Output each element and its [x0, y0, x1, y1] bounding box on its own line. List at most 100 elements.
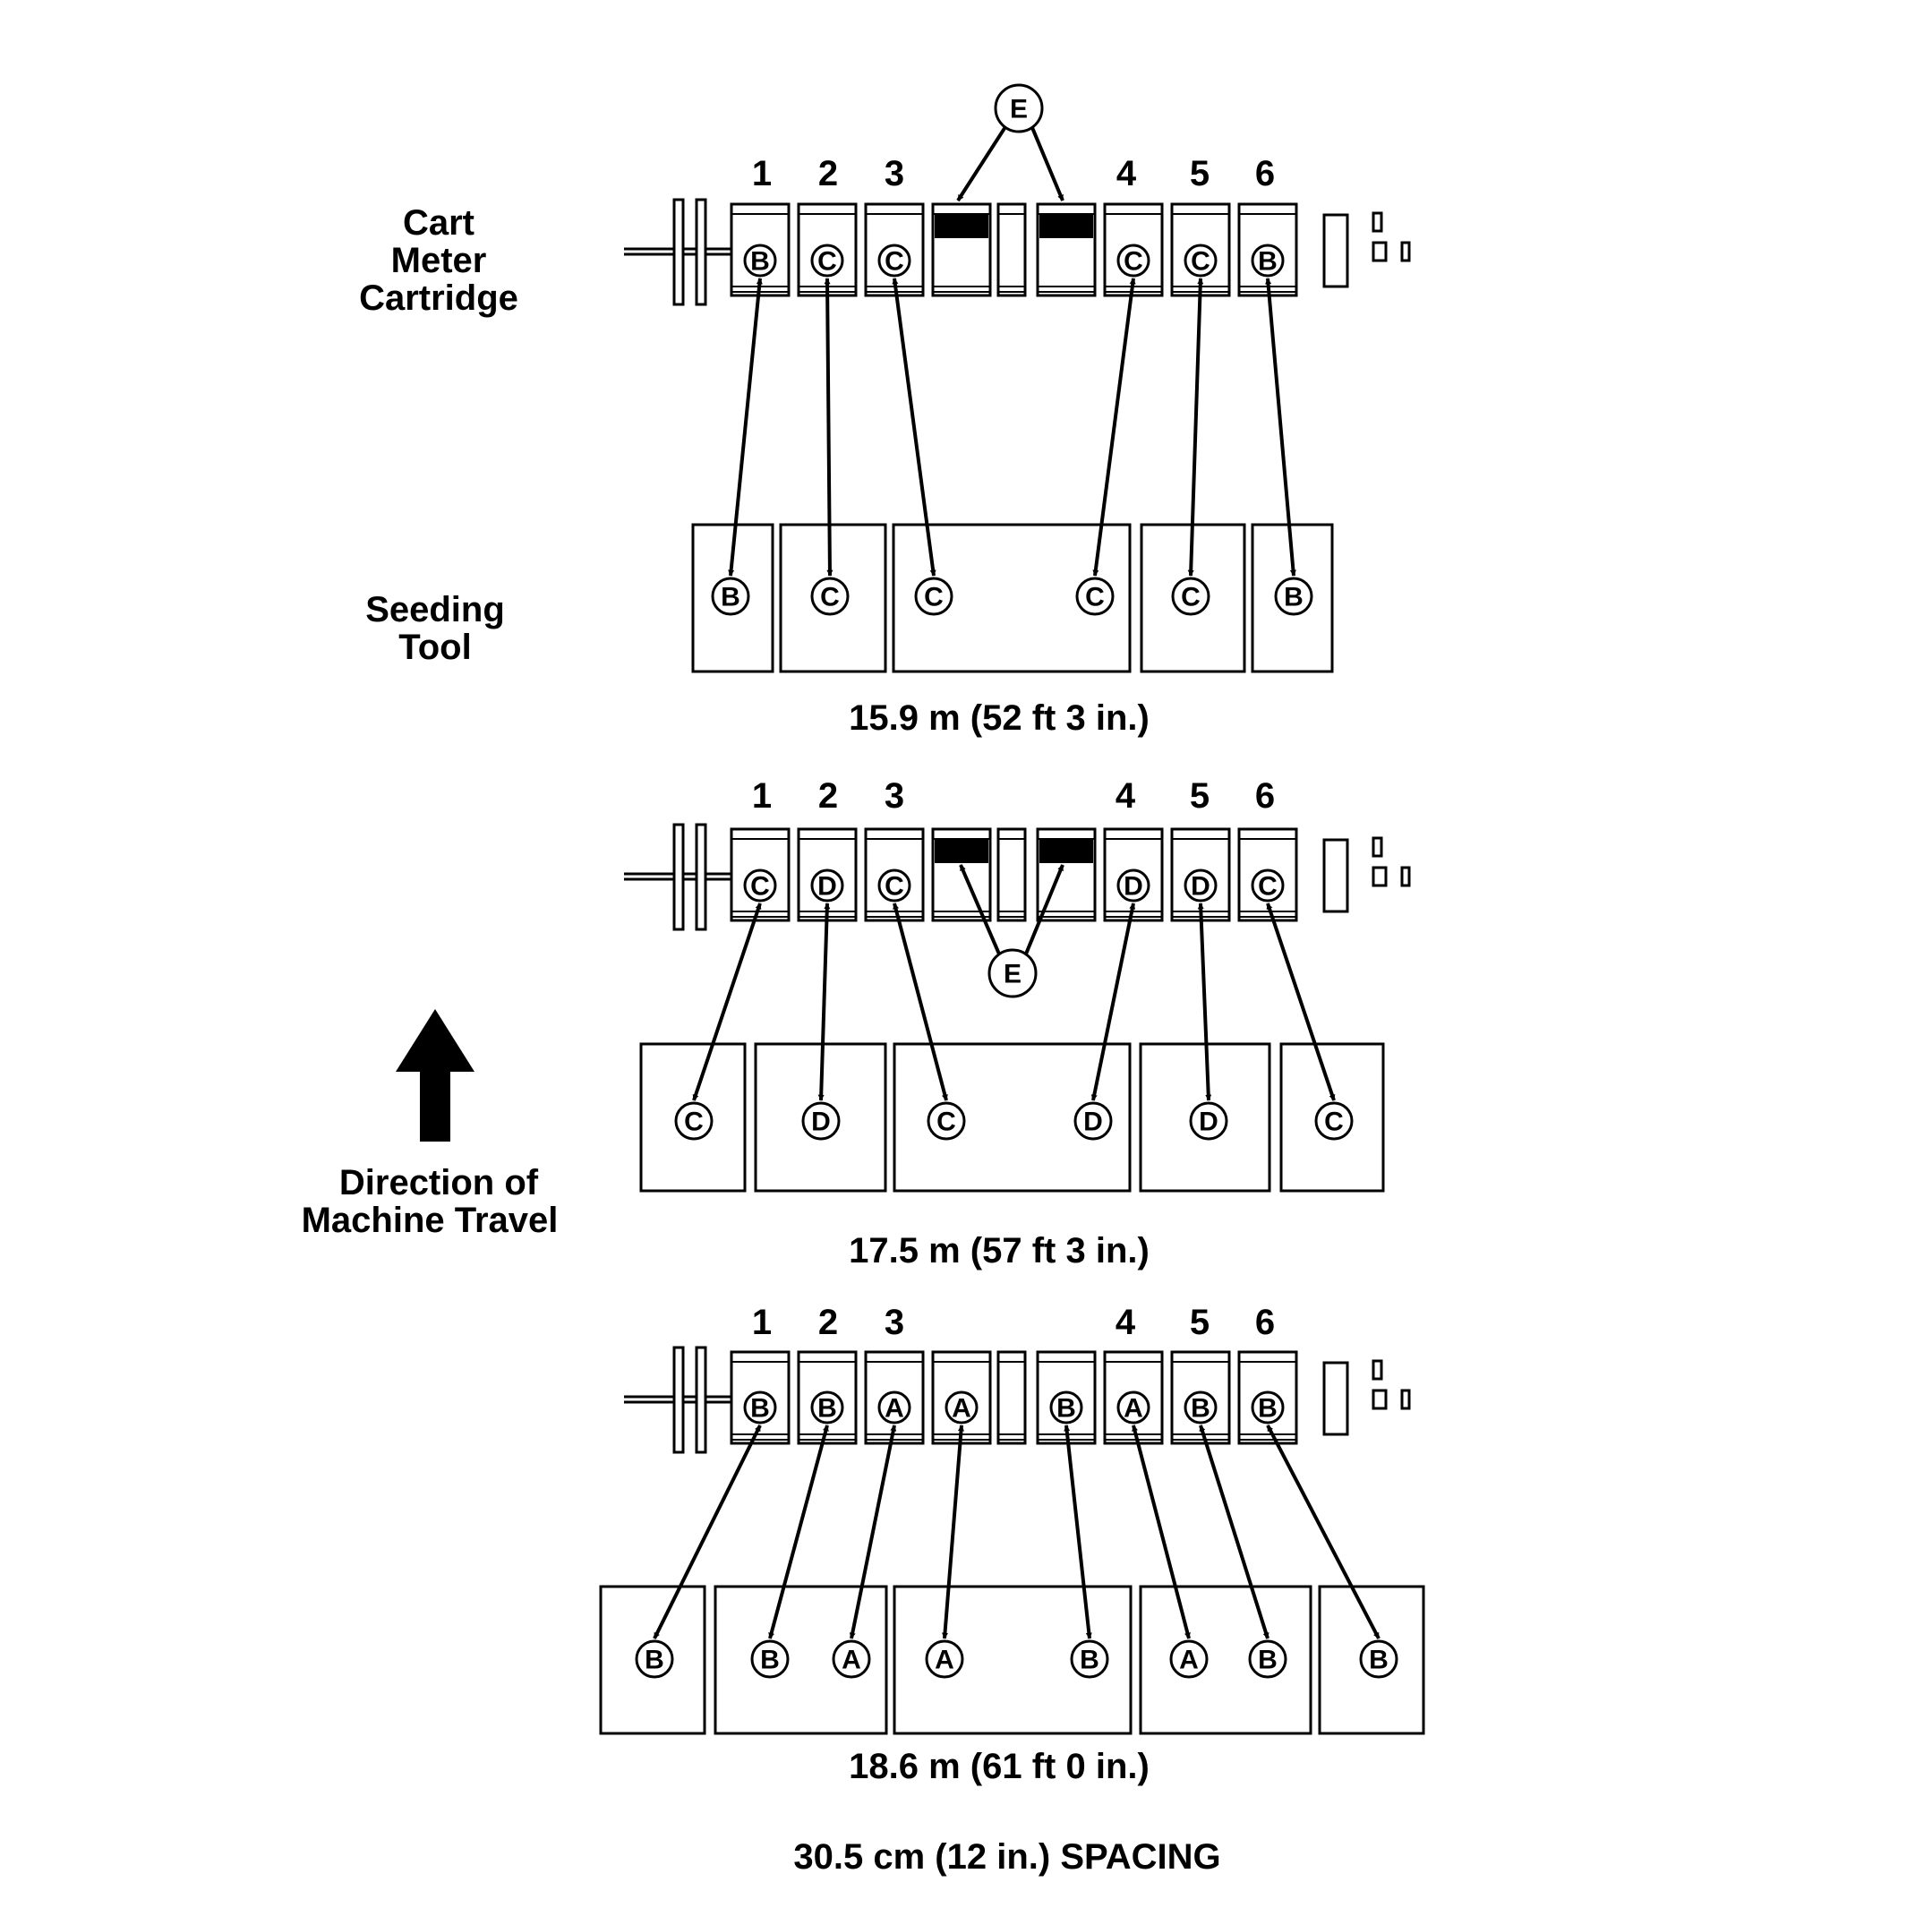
- tool-letter-b: B: [711, 577, 750, 616]
- tool-letter-c: C: [1314, 1101, 1354, 1141]
- tool-letter-c-ring: [674, 1101, 714, 1141]
- tool-letter-d-ring: [801, 1101, 841, 1141]
- row-number-3: 3: [885, 154, 904, 193]
- meter-letter-c: C: [877, 868, 911, 903]
- tool-letter-c-ring: [1171, 577, 1210, 616]
- tool-letter-c: C: [674, 1101, 714, 1141]
- row-number-6: 6: [1255, 1303, 1275, 1342]
- meter-letter-c: C: [1184, 244, 1218, 278]
- tool-letter-d: D: [1189, 1101, 1228, 1141]
- meter-letter-c-ring: [877, 244, 911, 278]
- seeding-tool-label-line2: Tool: [398, 628, 471, 667]
- meter-cartridge: [996, 827, 1027, 922]
- row-number-5: 5: [1190, 1303, 1210, 1342]
- tool-letter-a: A: [832, 1639, 871, 1679]
- row-number-4: 4: [1116, 154, 1137, 193]
- meter-letter-c-letter: C: [1191, 247, 1210, 277]
- meter-letter-d-letter: D: [817, 872, 837, 902]
- meter-letter-d-ring: [1116, 868, 1150, 903]
- meter-letter-d: D: [1116, 868, 1150, 903]
- bearing-plate: [695, 198, 707, 306]
- meter-letter-c-ring: [1116, 244, 1150, 278]
- blocked-band: [1039, 840, 1093, 863]
- direction-arrow-icon: [396, 1009, 474, 1142]
- meter-letter-b-letter: B: [1258, 247, 1278, 277]
- tool-letter-a-letter: A: [1179, 1646, 1199, 1675]
- meter-letter-a: A: [877, 1390, 911, 1424]
- feed-arrow: [892, 278, 936, 577]
- feed-arrow: [893, 903, 948, 1101]
- tool-letter-c-letter: C: [820, 583, 840, 612]
- tool-letter-a-ring: [832, 1639, 871, 1679]
- row-number-1: 1: [752, 776, 772, 816]
- meter-letter-c: C: [1116, 244, 1150, 278]
- tool-letter-b-letter: B: [1258, 1646, 1278, 1675]
- meter-cartridge: [996, 1350, 1027, 1445]
- meter-letter-b-ring: [810, 1390, 844, 1424]
- tool-letter-d-letter: D: [1083, 1108, 1103, 1137]
- tool-letter-c: C: [1075, 577, 1115, 616]
- tool-letter-d: D: [801, 1101, 841, 1141]
- meter-letter-c-ring: [810, 244, 844, 278]
- meter-letter-b-letter: B: [750, 1394, 770, 1424]
- meter-letter-b: B: [1049, 1390, 1083, 1424]
- meter-letter-b-letter: B: [1258, 1394, 1278, 1424]
- tool-letter-b-letter: B: [645, 1646, 664, 1675]
- meter-letter-c-letter: C: [885, 247, 904, 277]
- meter-letter-b-letter: B: [750, 247, 770, 277]
- end-tab: [1372, 836, 1383, 858]
- bearing-plate: [672, 823, 685, 931]
- meter-letter-c-letter: C: [817, 247, 837, 277]
- meter-letter-a: A: [945, 1390, 979, 1424]
- meter-letter-a-letter: A: [885, 1394, 904, 1424]
- meter-letter-c-letter: C: [750, 872, 770, 902]
- feed-arrow: [1199, 1424, 1269, 1639]
- tool-letter-b-ring: [1274, 577, 1313, 616]
- meter-letter-d: D: [1184, 868, 1218, 903]
- row-number-2: 2: [818, 154, 838, 193]
- meter-letter-b: B: [1184, 1390, 1218, 1424]
- feed-arrow: [768, 1424, 829, 1639]
- meter-letter-b-letter: B: [1056, 1394, 1076, 1424]
- tool-letter-a-ring: [1169, 1639, 1209, 1679]
- tool-letter-c: C: [927, 1101, 966, 1141]
- row-number-5: 5: [1190, 776, 1210, 816]
- row-number-1: 1: [752, 154, 772, 193]
- tool-letter-a-ring: [925, 1639, 964, 1679]
- tool-letter-c-letter: C: [1181, 583, 1201, 612]
- meter-letter-b: B: [1251, 244, 1285, 278]
- feed-arrow: [1266, 903, 1336, 1101]
- meter-letter-b-letter: B: [1191, 1394, 1210, 1424]
- tool-letter-b: B: [1359, 1639, 1398, 1679]
- tool-letter-b-letter: B: [760, 1646, 780, 1675]
- meter-letter-b: B: [743, 1390, 777, 1424]
- row-number-4: 4: [1116, 1303, 1136, 1342]
- tool-letter-d-ring: [1073, 1101, 1113, 1141]
- row-number-2: 2: [818, 1303, 838, 1342]
- meter-letter-b: B: [810, 1390, 844, 1424]
- direction-label-line2: Machine Travel: [302, 1201, 559, 1240]
- width-caption: 18.6 m (61 ft 0 in.): [849, 1747, 1150, 1786]
- meter-letter-b-letter: B: [817, 1394, 837, 1424]
- tool-letter-b-letter: B: [1284, 583, 1304, 612]
- end-cap: [1322, 838, 1349, 913]
- tool-letter-b-ring: [750, 1639, 790, 1679]
- tool-letter-b-ring: [635, 1639, 674, 1679]
- row-number-5: 5: [1190, 154, 1210, 193]
- spacing-caption: 30.5 cm (12 in.) SPACING: [793, 1837, 1220, 1877]
- feed-arrow: [849, 1424, 897, 1639]
- tool-letter-c-letter: C: [1324, 1108, 1344, 1137]
- tool-letter-b-letter: B: [1080, 1646, 1099, 1675]
- meter-letter-d: D: [810, 868, 844, 903]
- tool-letter-a: A: [1169, 1639, 1209, 1679]
- meter-letter-c-ring: [1251, 868, 1285, 903]
- feed-arrow: [1132, 1424, 1191, 1639]
- tool-letter-c-letter: C: [924, 583, 944, 612]
- seeding-tool-label-line1: Seeding: [365, 590, 505, 629]
- row-number-3: 3: [885, 776, 904, 816]
- tool-letter-a-letter: A: [842, 1646, 861, 1675]
- meter-letter-c: C: [1251, 868, 1285, 903]
- callout-e: E: [994, 83, 1044, 133]
